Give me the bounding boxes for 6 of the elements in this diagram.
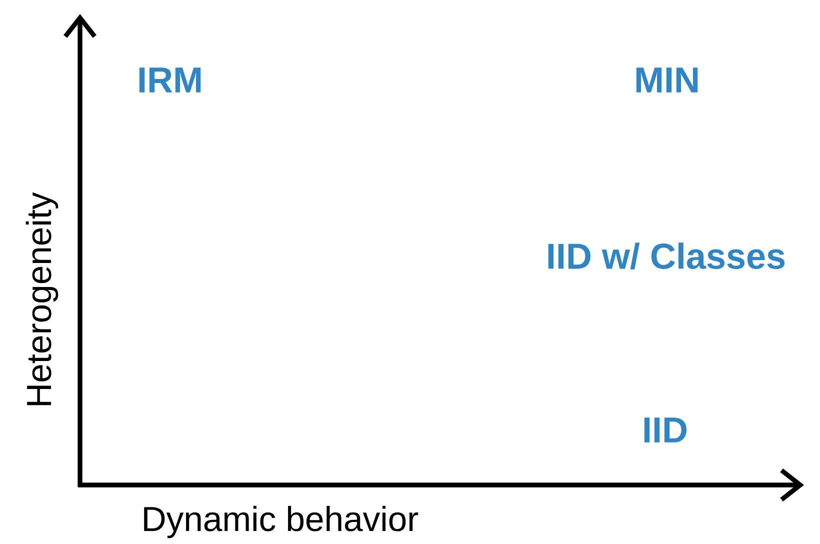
axis-title: Heterogeneity xyxy=(26,192,58,406)
axis-title: Dynamic behavior xyxy=(144,506,418,538)
quadrant-label: IID xyxy=(644,418,686,442)
quadrant-label: IRM xyxy=(139,68,201,92)
quadrant-label: IID w/ Classes xyxy=(548,242,785,270)
quadrant-label: MIN xyxy=(636,68,698,92)
